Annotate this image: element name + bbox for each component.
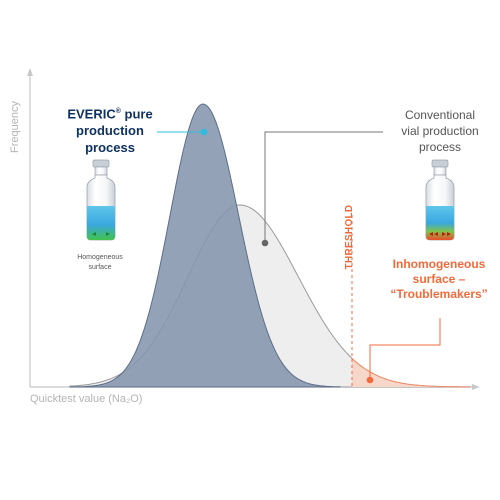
registered-mark: ® bbox=[115, 108, 121, 115]
everic-distribution-curve bbox=[69, 103, 341, 388]
conventional-line-3: process bbox=[418, 140, 462, 154]
homo-line-1: Homogeneous bbox=[77, 254, 123, 261]
homo-line-2: surface bbox=[88, 264, 112, 271]
homogeneous-surface-label: Homogeneous surface bbox=[68, 253, 132, 273]
vial-homogeneous-icon bbox=[86, 159, 116, 241]
everic-pure: pure bbox=[120, 106, 153, 122]
inhomo-line-2: surface – bbox=[412, 272, 466, 286]
x-axis-arrow bbox=[472, 384, 480, 390]
troublemakers-callout-line bbox=[369, 318, 441, 380]
troublemakers-tail-edge bbox=[351, 358, 470, 388]
everic-brand: EVERIC bbox=[67, 106, 116, 122]
y-axis-label: Frequency bbox=[9, 101, 21, 153]
troublemakers-callout-dot bbox=[366, 376, 374, 384]
inhomo-line-1: Inhomogeneous bbox=[392, 257, 486, 271]
conventional-line-2: vial production bbox=[401, 124, 479, 138]
inhomogeneous-surface-label: Inhomogeneous surface – “Troublemakers” bbox=[378, 257, 500, 302]
inhomo-line-3: “Troublemakers” bbox=[390, 287, 488, 301]
everic-line-2: production bbox=[76, 123, 144, 139]
everic-callout-dot bbox=[200, 128, 208, 136]
vial-inhomogeneous-icon bbox=[425, 159, 455, 241]
conventional-line-1: Conventional bbox=[404, 108, 476, 122]
conventional-callout-line bbox=[264, 131, 383, 243]
everic-process-label: EVERIC® pure production process bbox=[50, 103, 170, 156]
threshold-label: THRESHOLD bbox=[344, 204, 355, 270]
conventional-callout-dot bbox=[261, 239, 269, 247]
x-axis-label: Quicktest value (Na₂O) bbox=[30, 393, 143, 405]
y-axis-arrow bbox=[27, 68, 33, 76]
everic-line-3: process bbox=[85, 140, 135, 156]
conventional-process-label: Conventional vial production process bbox=[385, 107, 495, 155]
troublemakers-tail bbox=[352, 358, 470, 387]
